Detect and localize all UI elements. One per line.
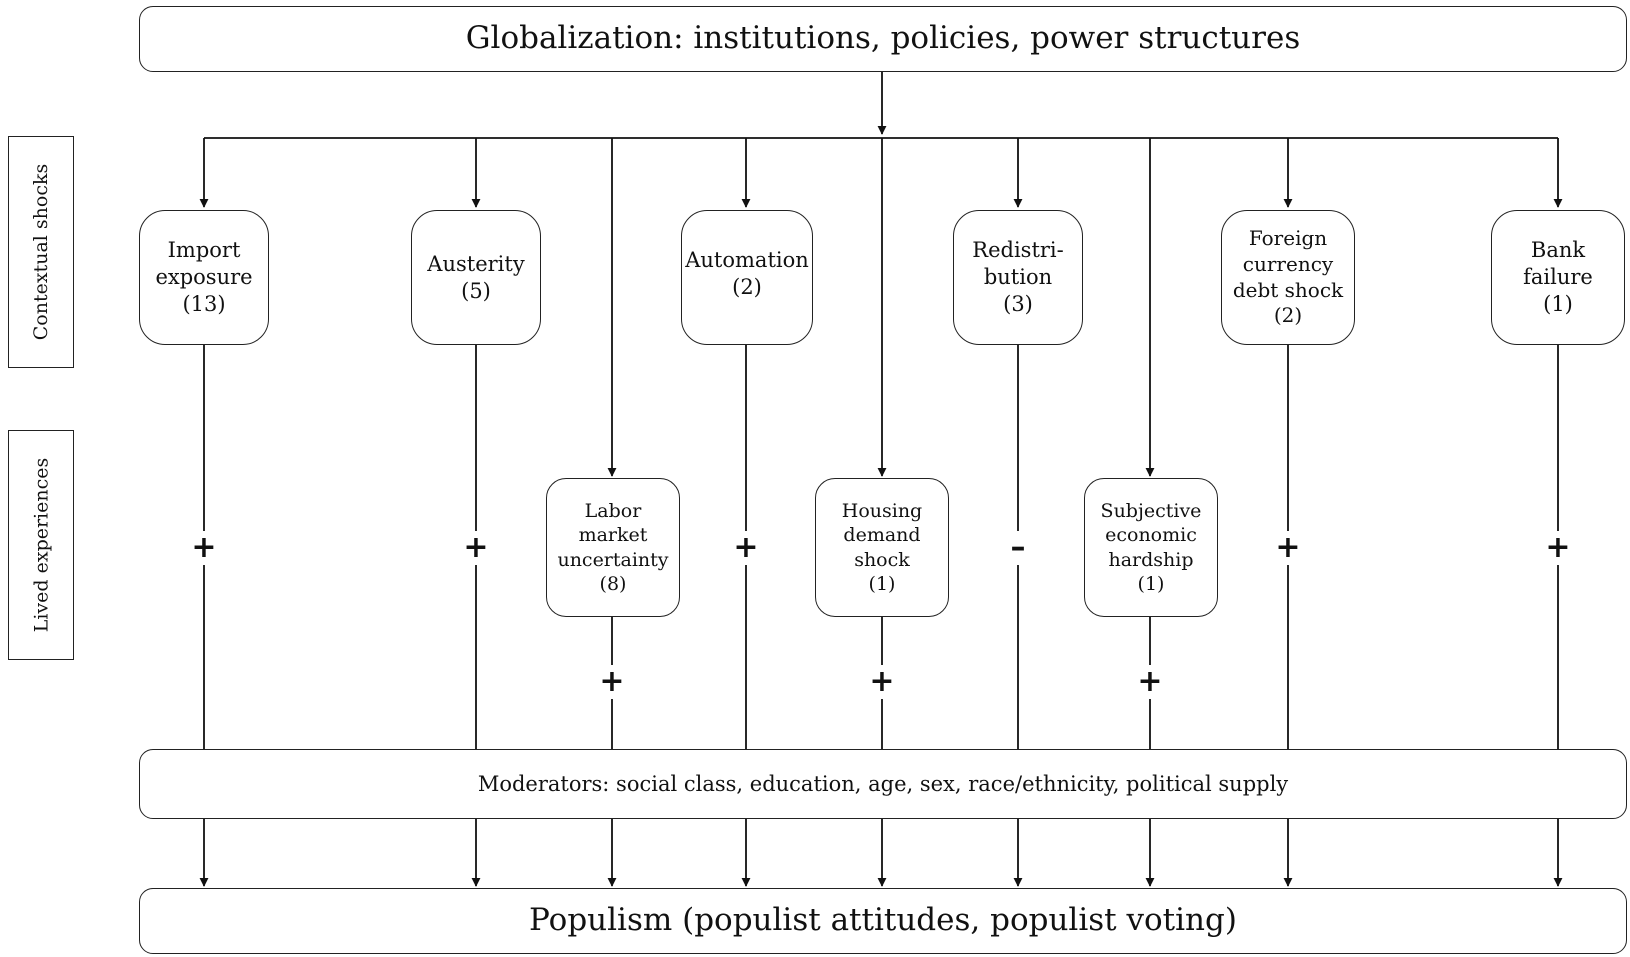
sign-austerity: + (456, 531, 496, 565)
shock-bank-failure: Bank failure (1) (1491, 210, 1625, 345)
shock-redistribution-label: Redistri- bution (3) (972, 238, 1064, 316)
lived-housing-demand-label: Housing demand shock (1) (841, 499, 923, 595)
lived-housing-demand: Housing demand shock (1) (815, 478, 949, 617)
populism-box: Populism (populist attitudes, populist v… (139, 888, 1627, 954)
lived-labor-market: Labor market uncertainty (8) (546, 478, 680, 617)
moderators-box: Moderators: social class, education, age… (139, 749, 1627, 819)
shock-redistribution: Redistri- bution (3) (953, 210, 1083, 345)
contextual-shocks-label: Contextual shocks (30, 163, 52, 341)
globalization-title: Globalization: institutions, policies, p… (465, 20, 1301, 57)
shock-foreign-currency-debt-label: Foreign currency debt shock (2) (1232, 226, 1344, 328)
contextual-shocks-label-box: Contextual shocks (8, 136, 74, 368)
lived-experiences-label-box: Lived experiences (8, 430, 74, 660)
populism-title: Populism (populist attitudes, populist v… (529, 902, 1237, 939)
sign-foreign-currency-debt: + (1268, 531, 1308, 565)
sign-import-exposure: + (184, 531, 224, 565)
lived-experiences-label: Lived experiences (30, 457, 52, 633)
shock-import-exposure: Import exposure (13) (139, 210, 269, 345)
shock-bank-failure-label: Bank failure (1) (1523, 238, 1593, 316)
sign-automation: + (726, 531, 766, 565)
lived-economic-hardship: Subjective economic hardship (1) (1084, 478, 1218, 617)
shock-automation: Automation (2) (681, 210, 813, 345)
lived-economic-hardship-label: Subjective economic hardship (1) (1100, 499, 1202, 595)
shock-automation-label: Automation (2) (685, 248, 809, 299)
globalization-box: Globalization: institutions, policies, p… (139, 6, 1627, 72)
shock-austerity: Austerity (5) (411, 210, 541, 345)
moderators-text: Moderators: social class, education, age… (477, 771, 1289, 796)
lived-labor-market-label: Labor market uncertainty (8) (557, 499, 669, 595)
sign-labor-market: + (592, 665, 632, 699)
sign-economic-hardship: + (1130, 665, 1170, 699)
shock-foreign-currency-debt: Foreign currency debt shock (2) (1221, 210, 1355, 345)
sign-housing-demand: + (862, 665, 902, 699)
sign-bank-failure: + (1538, 531, 1578, 565)
shock-austerity-label: Austerity (5) (427, 251, 525, 303)
shock-import-exposure-label: Import exposure (13) (155, 238, 253, 316)
sign-redistribution: – (998, 531, 1038, 565)
